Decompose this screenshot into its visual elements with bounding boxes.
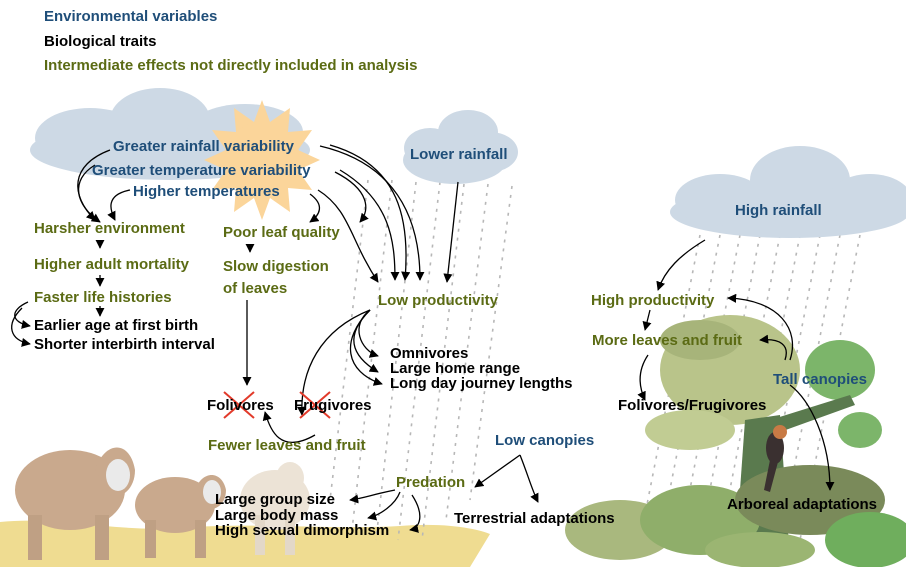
causal-arrows <box>11 144 835 533</box>
label-poor-leaf: Poor leaf quality <box>223 224 340 241</box>
label-slow-digest-1: Slow digestion <box>223 258 329 275</box>
label-high-rain: High rainfall <box>735 202 822 219</box>
label-arboreal: Arboreal adaptations <box>727 496 878 513</box>
baboon-icon <box>240 462 310 555</box>
label-group-size: Large group size <box>215 491 336 508</box>
label-folfrug: Folivores/Frugivores <box>618 397 767 414</box>
label-home-range: Large home range <box>390 360 521 377</box>
legend-intermediate: Intermediate effects not directly includ… <box>44 57 418 74</box>
label-predation: Predation <box>396 474 466 491</box>
label-low-prod: Low productivity <box>378 292 498 309</box>
label-harsher-env: Harsher environment <box>34 220 185 237</box>
sun-icon <box>204 100 320 220</box>
cloud-icon <box>670 146 906 238</box>
label-dimorphism: High sexual dimorphism <box>215 522 390 539</box>
label-terrestrial: Terrestrial adaptations <box>454 510 615 527</box>
label-frugivores: Frugivores <box>294 397 372 414</box>
label-higher-temp: Higher temperatures <box>133 183 280 200</box>
cross-icon <box>223 391 331 419</box>
chimpanzee-icon <box>764 425 787 492</box>
baboon-icon <box>15 447 135 560</box>
rain-icon <box>329 179 513 541</box>
label-high-prod: High productivity <box>591 292 715 309</box>
label-low-canopies: Low canopies <box>495 432 595 449</box>
label-journey: Long day journey lengths <box>390 375 573 392</box>
ground-strip <box>0 520 490 567</box>
label-rain-var: Greater rainfall variability <box>113 138 294 155</box>
label-tall-canopies: Tall canopies <box>773 371 867 388</box>
baboon-icon <box>135 475 226 558</box>
label-slow-digest-2: of leaves <box>223 280 288 297</box>
tree-icon <box>565 315 906 567</box>
legend-biological: Biological traits <box>44 33 157 50</box>
label-fewer-leaves: Fewer leaves and fruit <box>208 437 366 454</box>
legend-environmental: Environmental variables <box>44 8 218 25</box>
label-shorter-interval: Shorter interbirth interval <box>34 336 215 353</box>
label-more-leaves: More leaves and fruit <box>592 332 743 349</box>
label-omnivores: Omnivores <box>390 345 469 362</box>
label-faster-life: Faster life histories <box>34 289 172 306</box>
label-earlier-birth: Earlier age at first birth <box>34 317 199 334</box>
label-temp-var: Greater temperature variability <box>92 162 311 179</box>
label-body-mass: Large body mass <box>215 507 339 524</box>
label-higher-mortality: Higher adult mortality <box>34 256 190 273</box>
label-folivores: Folivores <box>207 397 274 414</box>
label-lower-rain: Lower rainfall <box>410 146 508 163</box>
cloud-icon <box>403 110 518 184</box>
